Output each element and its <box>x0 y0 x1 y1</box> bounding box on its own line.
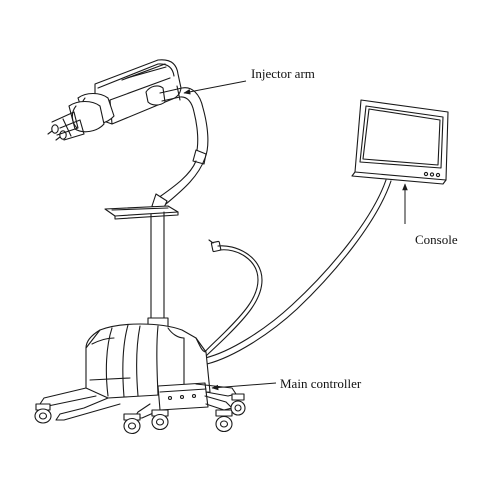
label-injector-arm: Injector arm <box>251 66 315 81</box>
arrow-main-controller <box>211 382 277 391</box>
caster-1 <box>34 403 52 424</box>
console-cable <box>204 179 392 365</box>
label-main-controller: Main controller <box>280 376 362 391</box>
caster-4 <box>215 409 233 433</box>
accessory-tray <box>104 205 179 220</box>
console-monitor <box>351 99 449 185</box>
caster-2 <box>123 413 141 435</box>
support-column <box>147 211 169 328</box>
arrow-injector-arm <box>183 80 247 95</box>
loose-cable <box>202 239 263 359</box>
caster-3 <box>151 409 169 431</box>
casters <box>34 393 246 435</box>
injector-head <box>47 59 182 141</box>
caster-5 <box>230 393 246 416</box>
label-console: Console <box>415 232 458 247</box>
main-controller-box <box>157 382 209 411</box>
